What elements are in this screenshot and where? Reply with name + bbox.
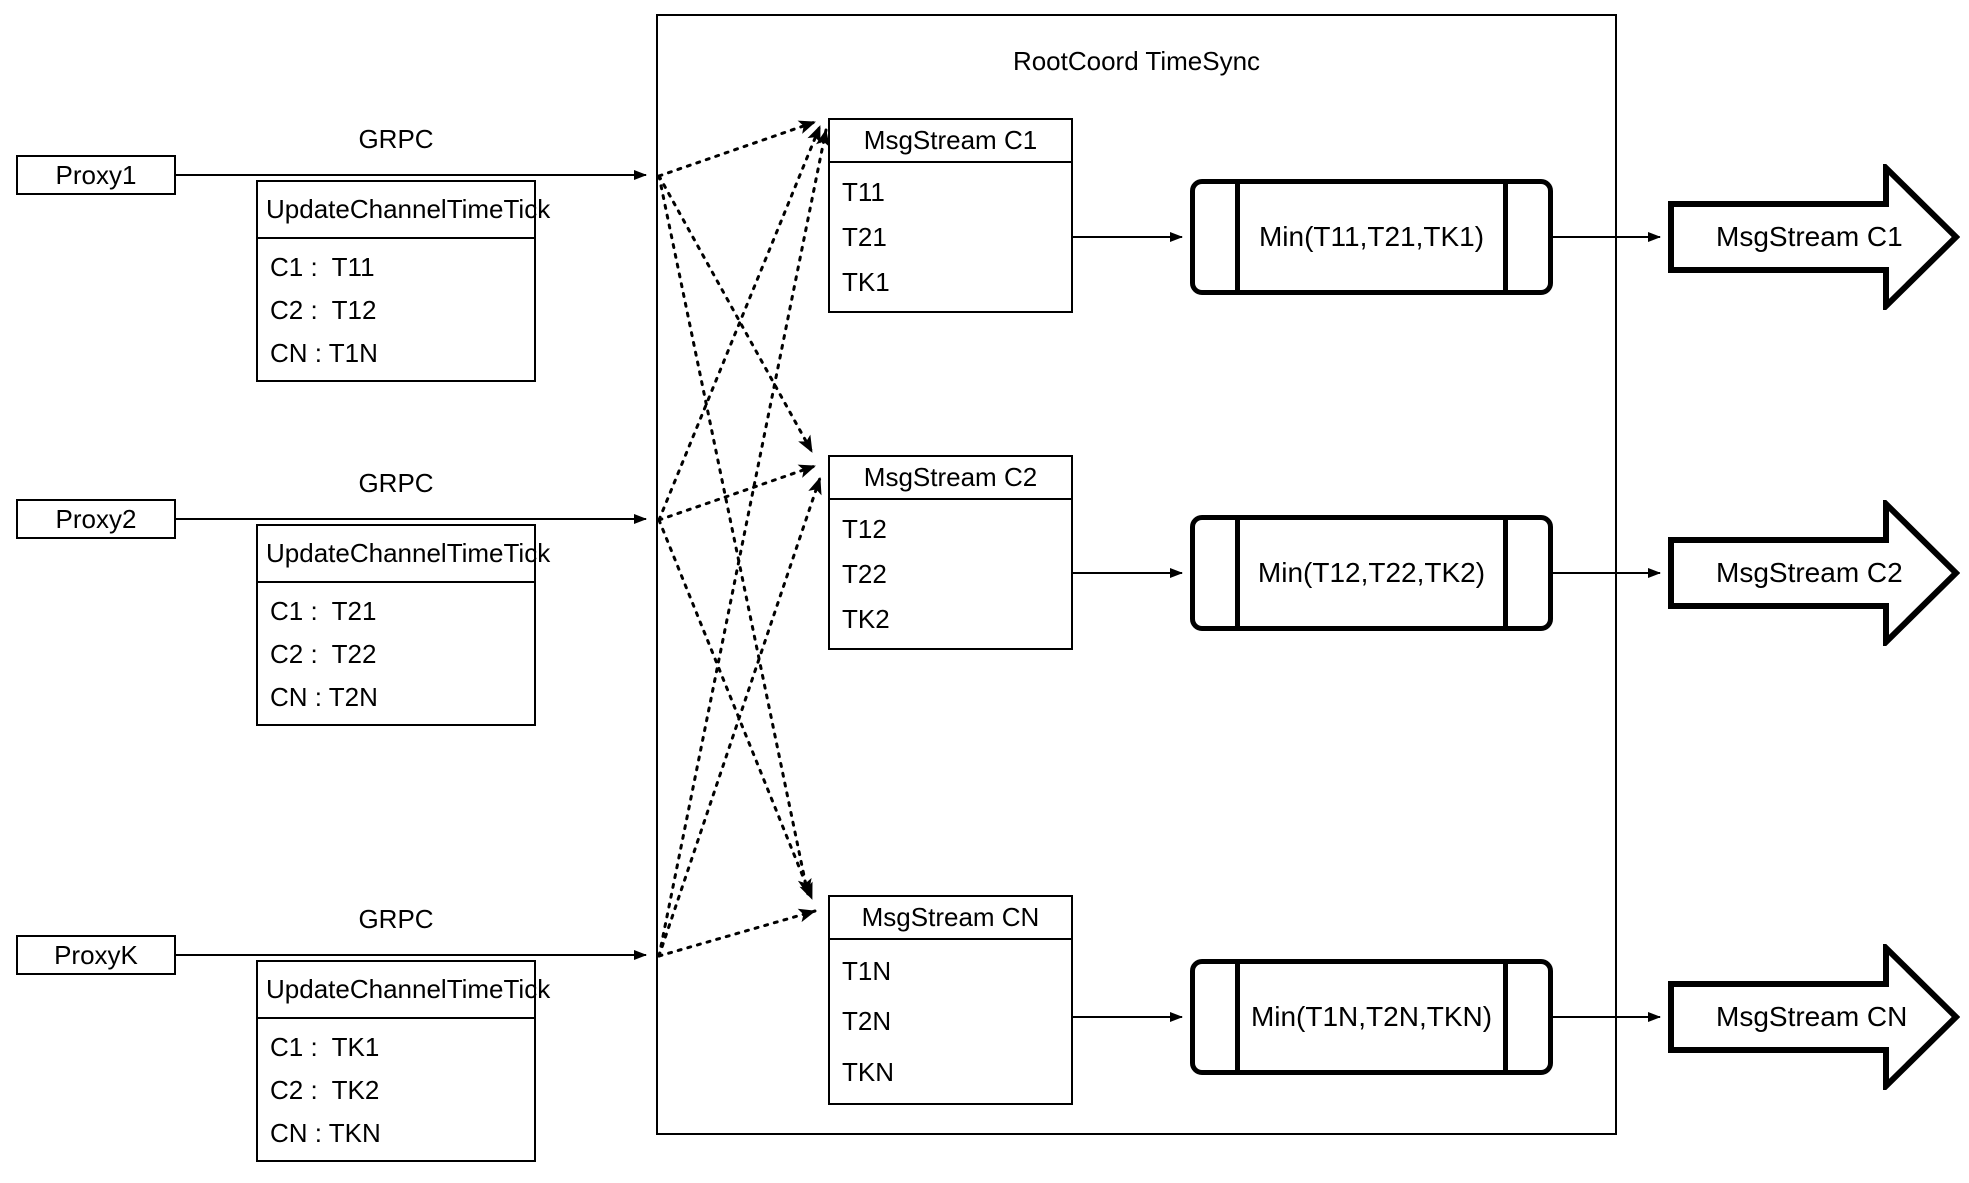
msgstream-row: TKN	[842, 1056, 894, 1087]
grpc-label-proxy1: GRPC	[358, 124, 434, 154]
msgstream-row: T2N	[842, 1006, 892, 1037]
output-block-arrow-label: MsgStream C2	[1716, 557, 1903, 588]
msgstream-title: MsgStream C1	[830, 120, 1071, 163]
output-block-arrow-cn: MsgStream CN	[1668, 944, 1960, 1090]
min-process-c1: Min(T11,T21,TK1)	[1190, 179, 1553, 295]
rpc-row: C1 : TK1	[270, 1031, 380, 1062]
rpc-box-rows: C1 : TK1 C2 : TK2 CN : TKN	[258, 1019, 534, 1160]
grpc-label-proxy2: GRPC	[358, 468, 434, 498]
rpc-row: C1 : T21	[270, 595, 377, 626]
msgstream-box-c2: MsgStream C2 T12 T22 TK2	[828, 455, 1073, 650]
proxy-label: Proxy1	[55, 160, 137, 190]
rpc-row: CN : T2N	[270, 681, 378, 712]
msgstream-box-c1: MsgStream C1 T11 T21 TK1	[828, 118, 1073, 313]
msgstream-title: MsgStream C2	[830, 457, 1071, 500]
proxy-label: Proxy2	[55, 504, 137, 534]
output-block-arrow-c1: MsgStream C1	[1668, 164, 1960, 310]
rpc-row: CN : TKN	[270, 1117, 381, 1148]
rpc-box-rows: C1 : T11 C2 : T12 CN : T1N	[258, 239, 534, 380]
rpc-box-title: UpdateChannelTimeTick	[258, 182, 550, 239]
rpc-row: CN : T1N	[270, 337, 378, 368]
msgstream-row: TK2	[842, 604, 890, 635]
proxy-box-proxyk[interactable]: ProxyK	[16, 935, 176, 975]
rpc-row: C1 : T11	[270, 251, 375, 282]
rootcoord-timesync-container	[656, 14, 1617, 1135]
proxy-box-proxy2[interactable]: Proxy2	[16, 499, 176, 539]
rootcoord-timesync-title: RootCoord TimeSync	[1012, 46, 1261, 76]
rpc-box-title: UpdateChannelTimeTick	[258, 526, 550, 583]
msgstream-row: TK1	[842, 267, 890, 298]
msgstream-title: MsgStream CN	[830, 897, 1071, 940]
proxy-label: ProxyK	[54, 940, 138, 970]
msgstream-rows: T12 T22 TK2	[830, 500, 1071, 648]
min-process-c2: Min(T12,T22,TK2)	[1190, 515, 1553, 631]
msgstream-row: T12	[842, 513, 887, 544]
msgstream-box-cn: MsgStream CN T1N T2N TKN	[828, 895, 1073, 1105]
msgstream-row: T11	[842, 176, 885, 207]
output-block-arrow-label: MsgStream C1	[1716, 221, 1903, 252]
min-process-cn: Min(T1N,T2N,TKN)	[1190, 959, 1553, 1075]
output-block-arrow-c2: MsgStream C2	[1668, 500, 1960, 646]
grpc-label-proxyk: GRPC	[358, 904, 434, 934]
min-process-label: Min(T1N,T2N,TKN)	[1250, 1001, 1493, 1032]
rpc-box-proxy1: UpdateChannelTimeTick C1 : T11 C2 : T12 …	[256, 180, 550, 382]
output-block-arrow-label: MsgStream CN	[1716, 1001, 1908, 1032]
proxy-box-proxy1[interactable]: Proxy1	[16, 155, 176, 195]
msgstream-rows: T11 T21 TK1	[830, 163, 1071, 311]
msgstream-row: T1N	[842, 956, 892, 987]
rpc-box-proxy2: UpdateChannelTimeTick C1 : T21 C2 : T22 …	[256, 524, 550, 726]
rpc-row: C2 : TK2	[270, 1074, 380, 1105]
msgstream-row: T21	[842, 221, 887, 252]
rpc-row: C2 : T12	[270, 294, 377, 325]
rpc-row: C2 : T22	[270, 638, 377, 669]
min-process-label: Min(T12,T22,TK2)	[1257, 557, 1486, 588]
rpc-box-proxyk: UpdateChannelTimeTick C1 : TK1 C2 : TK2 …	[256, 960, 550, 1162]
min-process-label: Min(T11,T21,TK1)	[1258, 221, 1485, 252]
msgstream-rows: T1N T2N TKN	[830, 940, 1071, 1103]
msgstream-row: T22	[842, 558, 887, 589]
rpc-box-rows: C1 : T21 C2 : T22 CN : T2N	[258, 583, 534, 724]
rpc-box-title: UpdateChannelTimeTick	[258, 962, 550, 1019]
